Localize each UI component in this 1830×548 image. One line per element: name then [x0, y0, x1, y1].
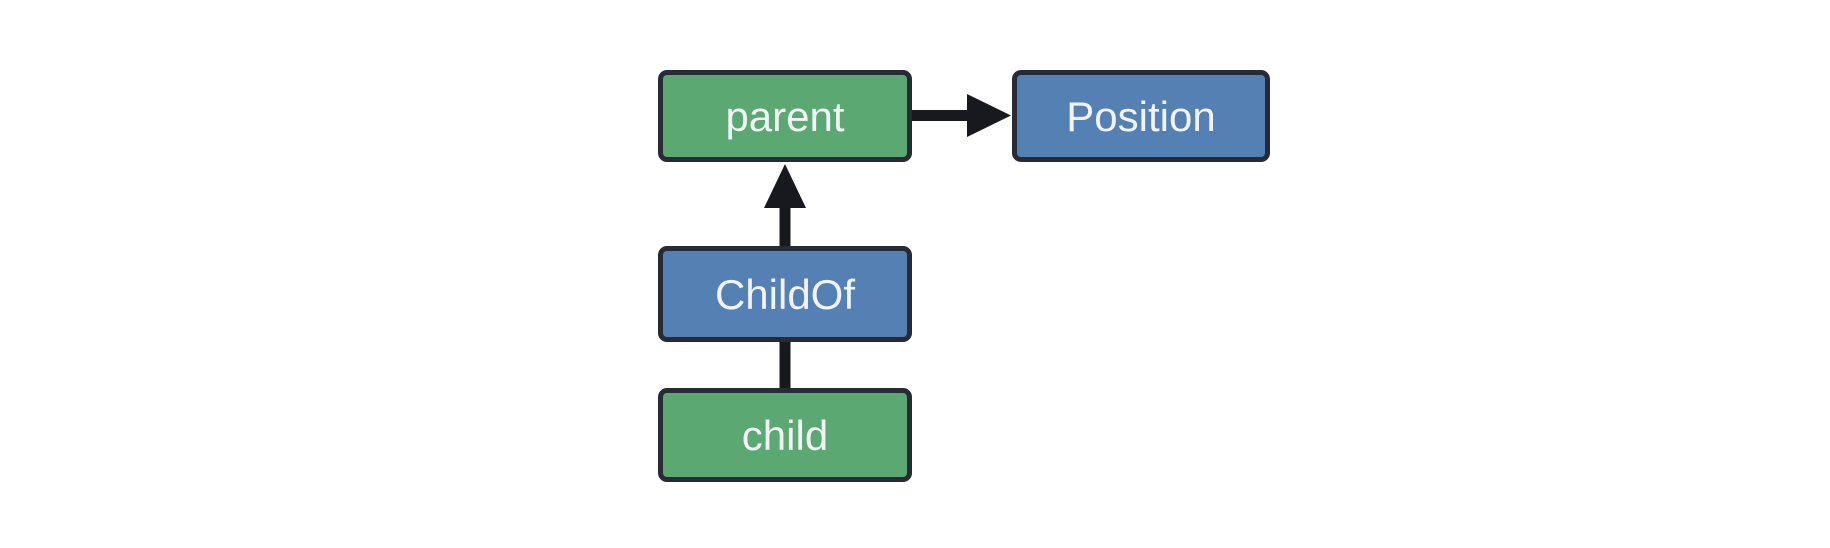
node-position-label: Position — [1066, 93, 1216, 140]
arrowhead-right-icon — [967, 94, 1011, 137]
node-position: Position — [1012, 70, 1270, 162]
arrowhead-up-icon — [764, 164, 806, 208]
edge-parent-position — [911, 94, 1011, 137]
node-childof-label: ChildOf — [714, 271, 856, 318]
edge-childof-parent — [764, 164, 806, 250]
node-childof: ChildOf — [658, 246, 912, 342]
node-child-label: child — [741, 412, 829, 459]
node-child: child — [658, 388, 912, 482]
node-parent-label: parent — [725, 93, 845, 140]
node-parent: parent — [658, 70, 912, 162]
